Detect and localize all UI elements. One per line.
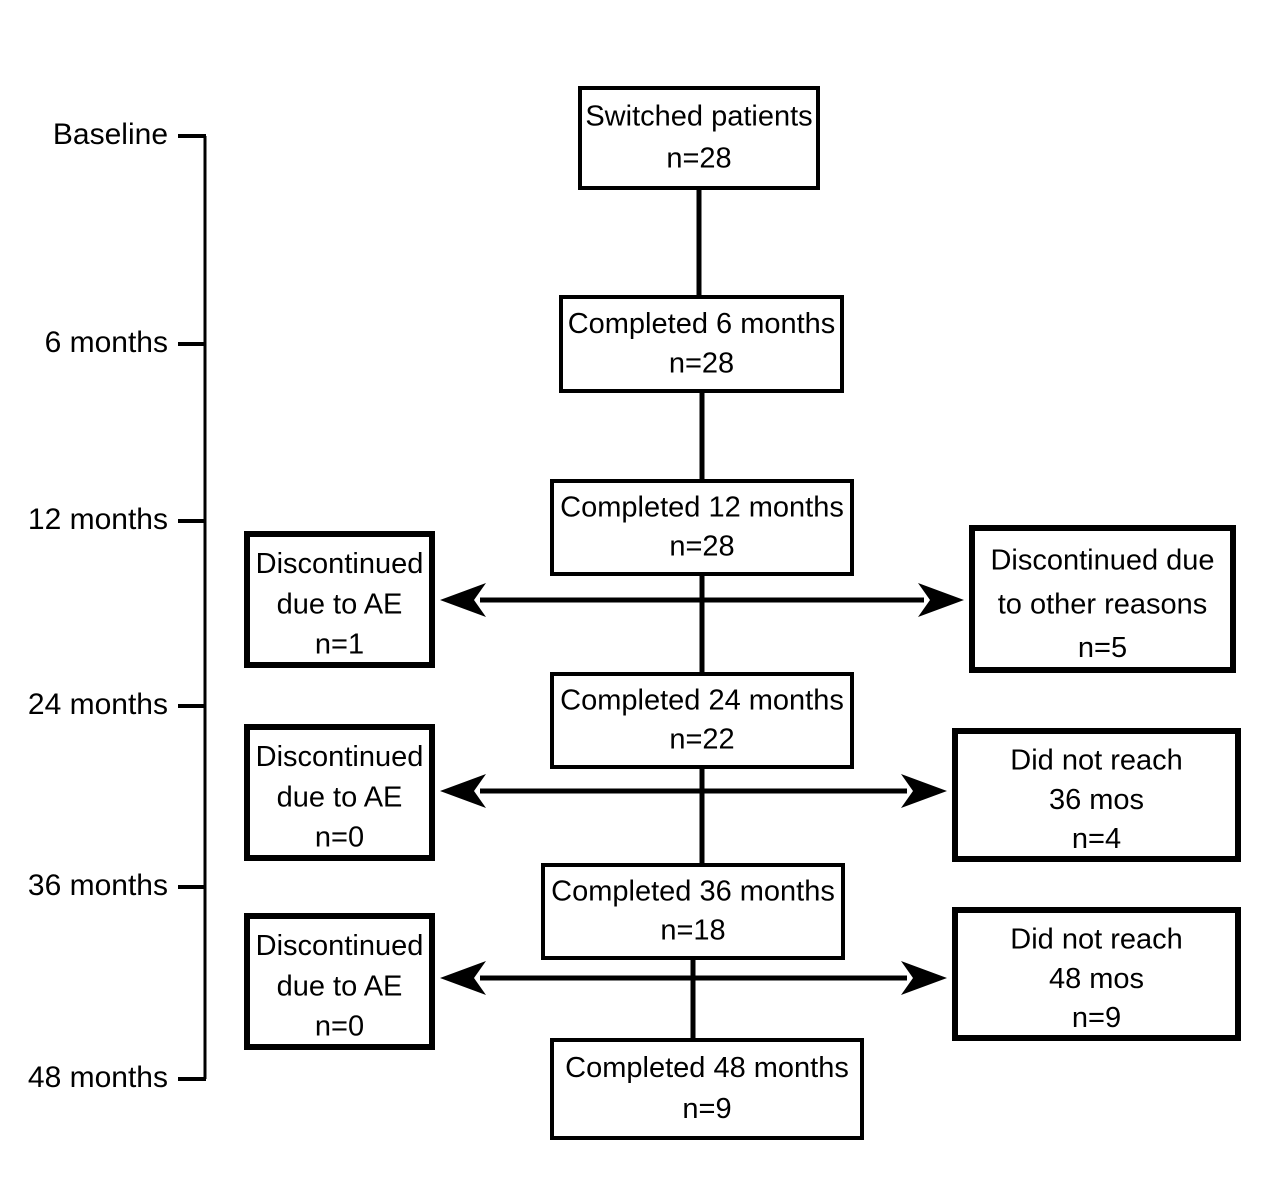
timeline-label-group: Baseline 6 months 12 months 24 months 36 mon…	[28, 118, 168, 1094]
node-completed-6-months-count: n=28	[669, 347, 734, 379]
node-discontinued-ae-24mo-line2: due to AE	[277, 781, 403, 813]
node-did-not-reach-48-mos: Did not reach 48 mos n=9	[952, 907, 1241, 1041]
node-completed-6-months-title: Completed 6 months	[568, 308, 836, 340]
node-completed-12-months-title: Completed 12 months	[560, 492, 844, 524]
timeline-label-4: 36 months	[28, 869, 168, 902]
node-did-not-reach-48-mos-line2: 48 mos	[1049, 963, 1144, 995]
timeline-label-1: 6 months	[45, 326, 168, 359]
node-completed-6-months-frame	[559, 295, 844, 393]
node-switched-patients: Switched patients n=28	[578, 86, 820, 190]
node-completed-48-months-count: n=9	[682, 1093, 731, 1125]
node-discontinued-ae-12mo-frame	[244, 531, 435, 668]
node-discontinued-ae-12mo-line2: due to AE	[277, 588, 403, 620]
node-discontinued-ae-24mo-frame	[244, 724, 435, 861]
node-discontinued-ae-12mo-line1: Discontinued	[256, 548, 424, 580]
node-discontinued-ae-36mo-count: n=0	[315, 1011, 364, 1043]
arrow-12-months-left-arrowhead-icon	[440, 583, 486, 617]
timeline-label-3: 24 months	[28, 688, 168, 721]
node-discontinued-ae-12mo-count: n=1	[315, 629, 364, 661]
node-completed-36-months-title: Completed 36 months	[551, 876, 835, 908]
node-completed-24-months-title: Completed 24 months	[560, 685, 844, 717]
node-switched-patients-title: Switched patients	[585, 101, 812, 133]
node-did-not-reach-36-mos-frame	[952, 728, 1241, 862]
timeline-tick-group	[178, 134, 206, 1081]
node-switched-patients-count: n=28	[666, 143, 731, 175]
arrow-12-months-right-arrowhead-icon	[918, 583, 964, 617]
node-completed-24-months: Completed 24 months n=22	[550, 672, 854, 769]
node-completed-36-months-frame	[541, 863, 845, 960]
timeline-label-0: Baseline	[53, 118, 168, 151]
node-discontinued-ae-24mo-count: n=0	[315, 822, 364, 854]
node-discontinued-ae-24mo-line1: Discontinued	[256, 741, 424, 773]
node-did-not-reach-36-mos-count: n=4	[1072, 823, 1121, 855]
arrow-36-months-right-arrowhead-icon	[901, 961, 947, 995]
arrow-24-months	[440, 774, 947, 808]
node-discontinued-ae-12mo: Discontinued due to AE n=1	[244, 531, 435, 668]
arrow-36-months-left-arrowhead-icon	[440, 961, 486, 995]
node-completed-48-months-title: Completed 48 months	[565, 1052, 849, 1084]
arrow-12-months	[440, 583, 964, 617]
timeline-label-5: 48 months	[28, 1061, 168, 1094]
node-discontinued-other-12mo-line1: Discontinued due	[990, 545, 1214, 577]
bidirectional-arrow-group	[440, 583, 964, 995]
node-did-not-reach-48-mos-count: n=9	[1072, 1002, 1121, 1034]
node-discontinued-other-12mo-count: n=5	[1078, 632, 1127, 664]
node-discontinued-other-12mo-frame	[969, 525, 1236, 673]
node-discontinued-ae-36mo-frame	[244, 913, 435, 1050]
arrow-24-months-right-arrowhead-icon	[901, 774, 947, 808]
node-discontinued-ae-24mo: Discontinued due to AE n=0	[244, 724, 435, 861]
node-completed-12-months-frame	[550, 479, 854, 576]
node-discontinued-other-12mo: Discontinued due to other reasons n=5	[969, 525, 1236, 673]
arrow-36-months	[440, 961, 947, 995]
node-completed-36-months: Completed 36 months n=18	[541, 863, 845, 960]
node-completed-24-months-count: n=22	[669, 724, 734, 756]
node-did-not-reach-48-mos-line1: Did not reach	[1010, 923, 1183, 955]
node-completed-48-months-frame	[550, 1038, 864, 1140]
node-completed-12-months-count: n=28	[669, 531, 734, 563]
node-discontinued-other-12mo-line2: to other reasons	[998, 588, 1208, 620]
node-completed-12-months: Completed 12 months n=28	[550, 479, 854, 576]
node-completed-6-months: Completed 6 months n=28	[559, 295, 844, 393]
node-switched-patients-frame	[578, 86, 820, 190]
timeline-label-2: 12 months	[28, 503, 168, 536]
node-discontinued-ae-36mo-line1: Discontinued	[256, 930, 424, 962]
node-did-not-reach-36-mos-line1: Did not reach	[1010, 744, 1183, 776]
study-timeline-axis: Baseline 6 months 12 months 24 months 36 mon…	[28, 118, 207, 1094]
node-discontinued-ae-36mo-line2: due to AE	[277, 970, 403, 1002]
node-did-not-reach-48-mos-frame	[952, 907, 1241, 1041]
node-did-not-reach-36-mos: Did not reach 36 mos n=4	[952, 728, 1241, 862]
center-connector-group	[690, 188, 705, 1040]
node-discontinued-ae-36mo: Discontinued due to AE n=0	[244, 913, 435, 1050]
node-completed-48-months: Completed 48 months n=9	[550, 1038, 864, 1140]
node-completed-24-months-frame	[550, 672, 854, 769]
node-did-not-reach-36-mos-line2: 36 mos	[1049, 784, 1144, 816]
arrow-24-months-left-arrowhead-icon	[440, 774, 486, 808]
node-completed-36-months-count: n=18	[660, 915, 725, 947]
